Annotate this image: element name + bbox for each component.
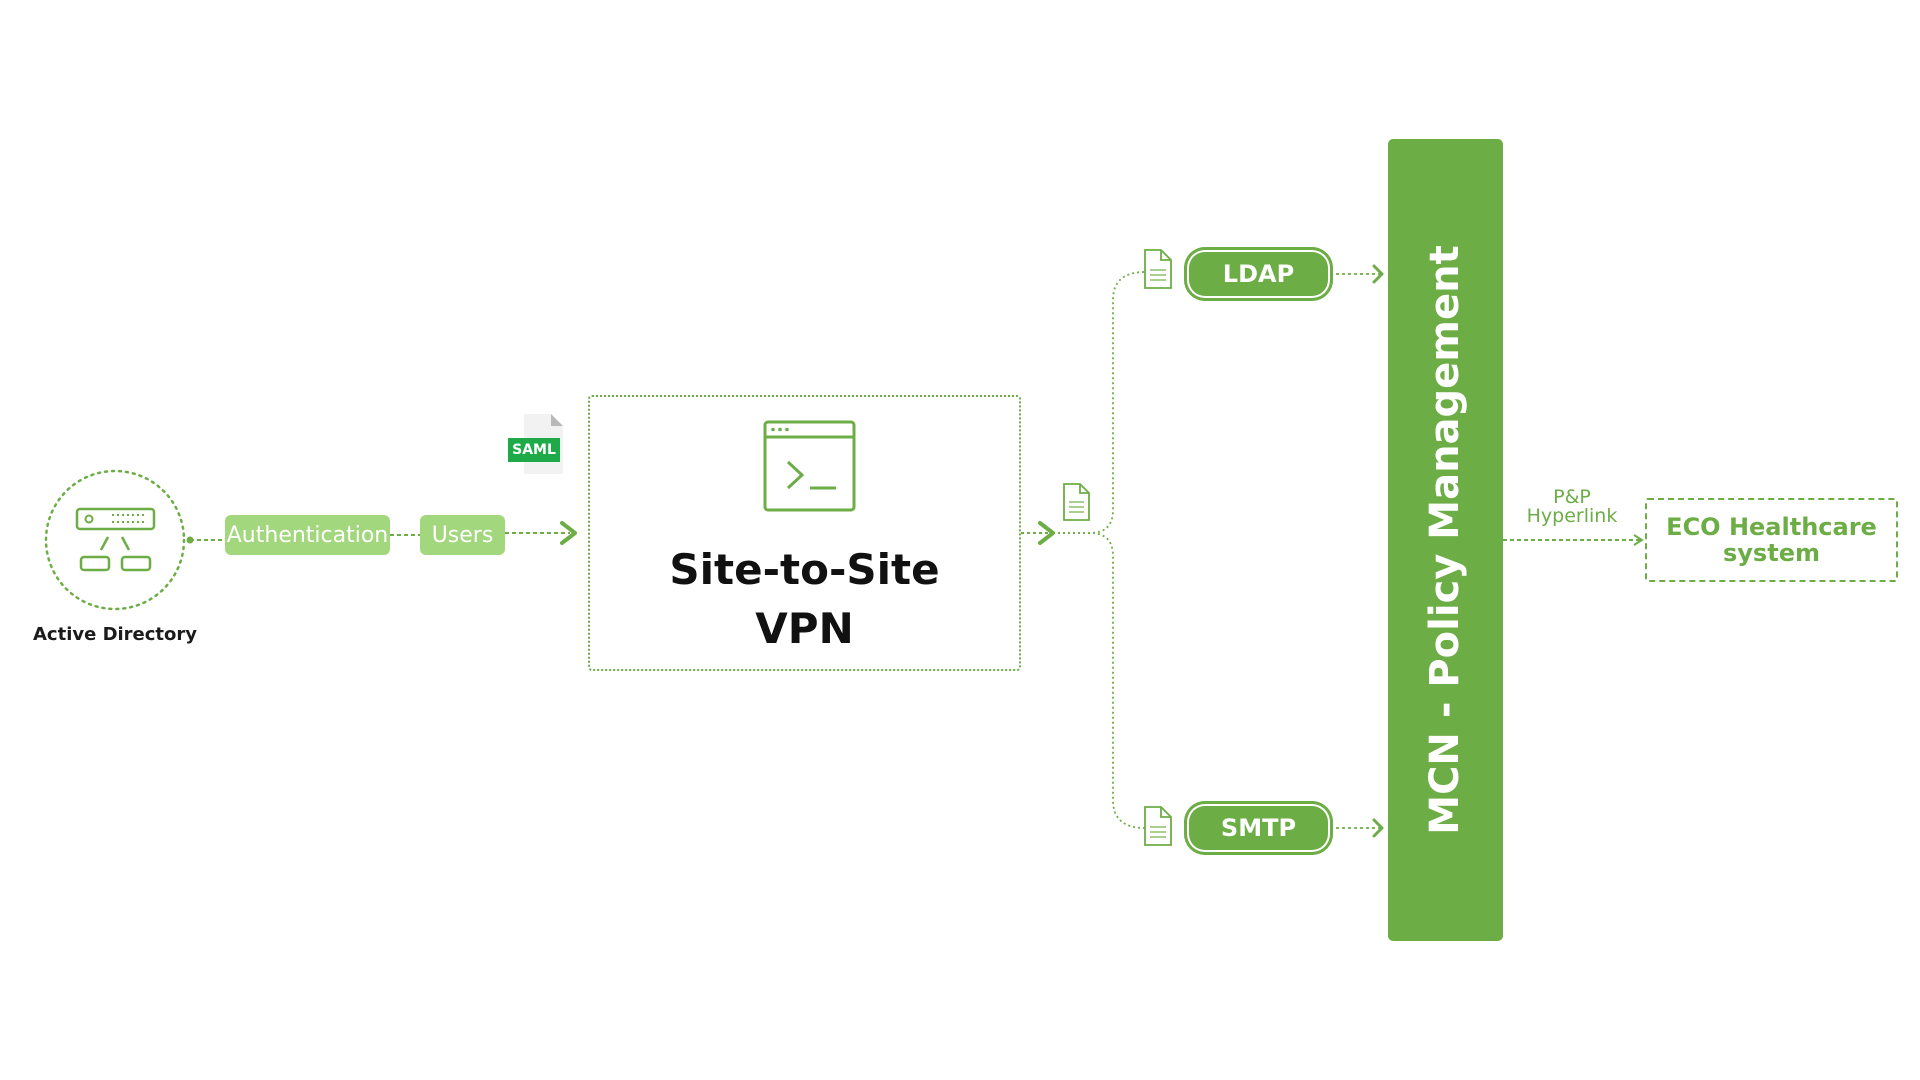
policy-management-bar[interactable] [1388, 139, 1503, 941]
arrow-right-icon [560, 521, 577, 545]
vpn-title-line1: Site-to-Site [669, 545, 940, 594]
ldap-pill[interactable]: LDAP [1184, 247, 1333, 301]
vpn-box[interactable] [588, 395, 1021, 671]
arrow-right-icon [1372, 818, 1384, 838]
smtp-pill[interactable]: SMTP [1184, 801, 1333, 855]
hyperlink-label-line2: Hyperlink [1526, 505, 1618, 527]
users-pill[interactable]: Users [420, 515, 505, 555]
authentication-pill[interactable]: Authentication [225, 515, 390, 555]
eco-healthcare-line2: system [1723, 539, 1820, 567]
active-directory-icon [44, 469, 186, 611]
vpn-title-line2: VPN [755, 604, 854, 653]
arrow-right-icon [1633, 534, 1644, 546]
branch-line-smtp [1053, 532, 1146, 829]
terminal-window-icon [763, 420, 856, 512]
eco-healthcare-box[interactable]: ECO Healthcare system [1645, 498, 1898, 582]
eco-healthcare-line1: ECO Healthcare [1666, 513, 1877, 541]
document-icon [1144, 806, 1172, 846]
saml-badge: SAML [508, 438, 560, 462]
document-icon [1063, 483, 1090, 521]
hyperlink-label: P&P Hyperlink [1518, 488, 1626, 526]
active-directory-label: Active Directory [32, 624, 198, 645]
branch-line-ldap [1053, 271, 1146, 534]
arrow-right-icon [1372, 264, 1384, 284]
vpn-title: Site-to-Site VPN [588, 540, 1021, 658]
policy-management-label: MCN - Policy Management [1422, 245, 1468, 835]
hyperlink-label-line1: P&P [1553, 486, 1591, 508]
document-icon [1144, 249, 1172, 289]
